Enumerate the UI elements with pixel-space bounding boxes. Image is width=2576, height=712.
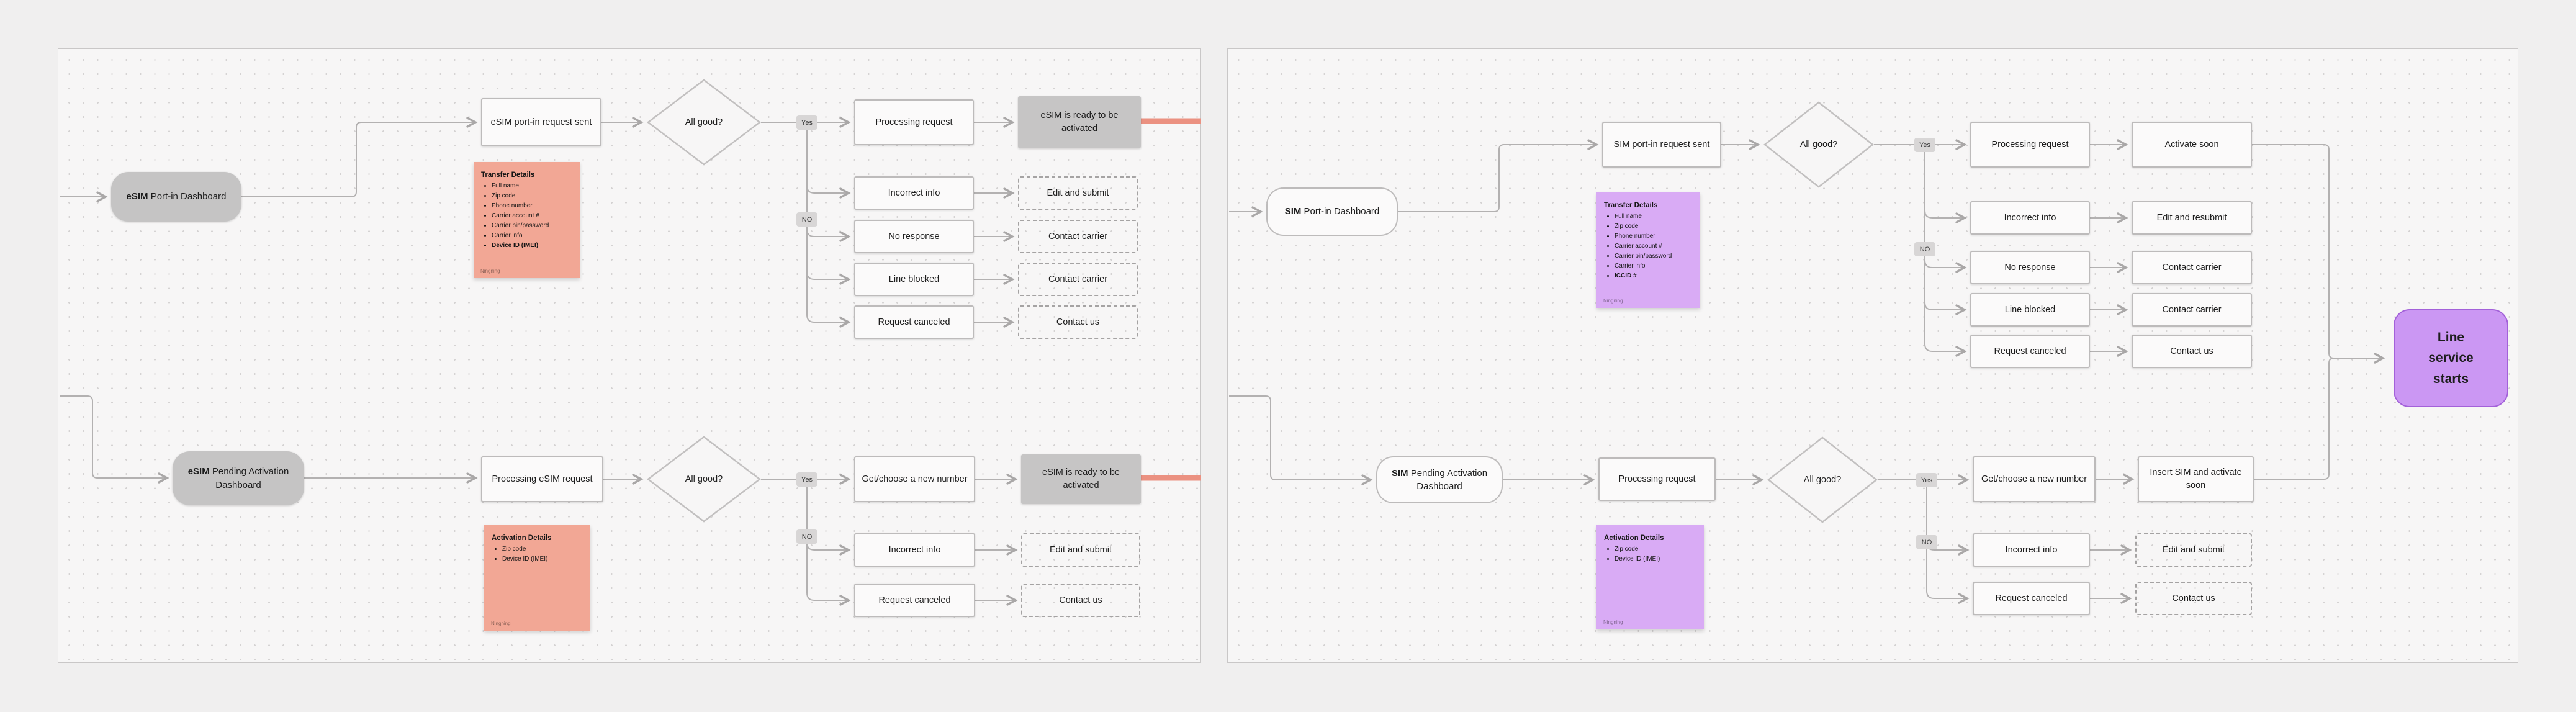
incorrect-info-node[interactable]: Incorrect info <box>1970 201 2090 235</box>
contact-us-node[interactable]: Contact us <box>2132 335 2252 368</box>
decision-diamond[interactable]: All good? <box>1767 436 1878 523</box>
activate-soon-node[interactable]: Activate soon <box>2132 122 2252 168</box>
yes-chip[interactable]: Yes <box>796 472 817 487</box>
line-blocked-node[interactable]: Line blocked <box>854 263 974 296</box>
request-canceled-node[interactable]: Request canceled <box>1973 582 2090 615</box>
contact-us-node[interactable]: Contact us <box>1018 305 1138 339</box>
esim-request-sent-node[interactable]: eSIM port-in request sent <box>481 98 601 146</box>
contact-carrier-node[interactable]: Contact carrier <box>1018 263 1138 296</box>
transfer-details-sticky[interactable]: Transfer Details Full name Zip code Phon… <box>474 162 580 278</box>
activation-details-sticky[interactable]: Activation Details Zip code Device ID (I… <box>1596 525 1704 629</box>
sticky-title: Activation Details <box>492 534 552 542</box>
decision-label: All good? <box>1799 139 1838 150</box>
edit-and-submit-node[interactable]: Edit and submit <box>1021 533 1140 567</box>
sticky-list: Zip code Device ID (IMEI) <box>492 545 583 564</box>
contact-carrier-node[interactable]: Contact carrier <box>1018 220 1138 253</box>
line-blocked-node[interactable]: Line blocked <box>1970 293 2090 327</box>
no-chip[interactable]: NO <box>1914 242 1935 256</box>
esim-flow-frame: eSIM Port-in Dashboard eSIM port-in requ… <box>58 48 1201 663</box>
insert-sim-activate-node[interactable]: Insert SIM and activate soon <box>2138 456 2254 502</box>
yes-chip[interactable]: Yes <box>1914 138 1935 152</box>
processing-request-node[interactable]: Processing request <box>1598 457 1716 501</box>
get-choose-number-node[interactable]: Get/choose a new number <box>854 456 975 502</box>
transfer-details-sticky[interactable]: Transfer Details Full name Zip code Phon… <box>1596 192 1700 308</box>
decision-label: All good? <box>685 117 723 127</box>
processing-request-node[interactable]: Processing request <box>1970 122 2090 168</box>
contact-us-node[interactable]: Contact us <box>2135 582 2252 615</box>
incorrect-info-node[interactable]: Incorrect info <box>1973 533 2090 567</box>
edit-and-resubmit-node[interactable]: Edit and resubmit <box>2132 201 2252 235</box>
no-chip[interactable]: NO <box>796 529 817 544</box>
sticky-author: Ningning <box>491 621 511 626</box>
esim-ready-node[interactable]: eSIM is ready to be activated <box>1021 454 1141 504</box>
processing-request-node[interactable]: Processing request <box>854 99 974 145</box>
sticky-list: Full name Zip code Phone number Carrier … <box>481 182 572 250</box>
activation-details-sticky[interactable]: Activation Details Zip code Device ID (I… <box>484 525 590 631</box>
contact-us-node[interactable]: Contact us <box>1021 584 1140 617</box>
sim-request-sent-node[interactable]: SIM port-in request sent <box>1602 122 1721 168</box>
yes-chip[interactable]: Yes <box>1916 473 1937 487</box>
diamond-shape <box>1767 436 1878 523</box>
sim-port-in-dashboard-node[interactable]: SIM Port-in Dashboard <box>1266 187 1398 236</box>
node-label: eSIM is ready to be activated <box>1040 110 1119 133</box>
diamond-shape <box>1763 101 1874 188</box>
sticky-title: Transfer Details <box>481 171 535 179</box>
esim-port-in-dashboard-node[interactable]: eSIM Port-in Dashboard <box>111 172 241 222</box>
request-canceled-node[interactable]: Request canceled <box>854 305 974 339</box>
esim-pending-activation-dashboard-node[interactable]: eSIM Pending Activation Dashboard <box>173 451 304 505</box>
edit-and-submit-node[interactable]: Edit and submit <box>1018 176 1138 210</box>
no-response-node[interactable]: No response <box>1970 251 2090 284</box>
node-label: Line service starts <box>2428 330 2474 386</box>
node-label: eSIM Pending Activation Dashboard <box>187 466 289 490</box>
sim-flow-frame: SIM Port-in Dashboard SIM port-in reques… <box>1227 48 2518 663</box>
sticky-title: Activation Details <box>1604 534 1664 542</box>
esim-ready-node[interactable]: eSIM is ready to be activated <box>1018 96 1141 148</box>
contact-carrier-node[interactable]: Contact carrier <box>2132 293 2252 327</box>
edit-and-submit-node[interactable]: Edit and submit <box>2135 533 2252 567</box>
request-canceled-node[interactable]: Request canceled <box>1970 335 2090 368</box>
sticky-author: Ningning <box>1603 298 1623 304</box>
decision-label: All good? <box>685 474 723 484</box>
processing-esim-request-node[interactable]: Processing eSIM request <box>481 456 603 502</box>
no-chip[interactable]: NO <box>1916 535 1937 549</box>
decision-label: All good? <box>1803 474 1842 485</box>
node-label: eSIM port-in request sent <box>490 117 592 127</box>
decision-diamond[interactable]: All good? <box>1763 101 1874 188</box>
decision-diamond[interactable]: All good? <box>647 436 761 523</box>
sticky-author: Ningning <box>1603 620 1623 625</box>
node-label: SIM Pending Activation Dashboard <box>1391 467 1488 492</box>
diamond-shape <box>647 436 761 523</box>
request-canceled-node[interactable]: Request canceled <box>854 584 975 617</box>
incorrect-info-node[interactable]: Incorrect info <box>854 176 974 210</box>
contact-carrier-node[interactable]: Contact carrier <box>2132 251 2252 284</box>
sticky-title: Transfer Details <box>1604 202 1658 209</box>
node-label: eSIM Port-in Dashboard <box>126 191 227 202</box>
sticky-list: Zip code Device ID (IMEI) <box>1604 545 1696 564</box>
sticky-author: Ningning <box>480 268 500 274</box>
get-choose-number-node[interactable]: Get/choose a new number <box>1973 456 2096 502</box>
node-label: Processing request <box>875 117 953 127</box>
yes-chip[interactable]: Yes <box>796 115 817 130</box>
diamond-shape <box>647 79 761 166</box>
incorrect-info-node[interactable]: Incorrect info <box>854 533 975 567</box>
no-chip[interactable]: NO <box>796 212 817 227</box>
node-label: SIM Port-in Dashboard <box>1284 206 1380 217</box>
line-service-starts-node[interactable]: Line service starts <box>2394 309 2508 407</box>
sticky-list: Full name Zip code Phone number Carrier … <box>1604 212 1693 281</box>
no-response-node[interactable]: No response <box>854 220 974 253</box>
decision-diamond[interactable]: All good? <box>647 79 761 166</box>
sim-pending-activation-dashboard-node[interactable]: SIM Pending Activation Dashboard <box>1376 456 1503 503</box>
